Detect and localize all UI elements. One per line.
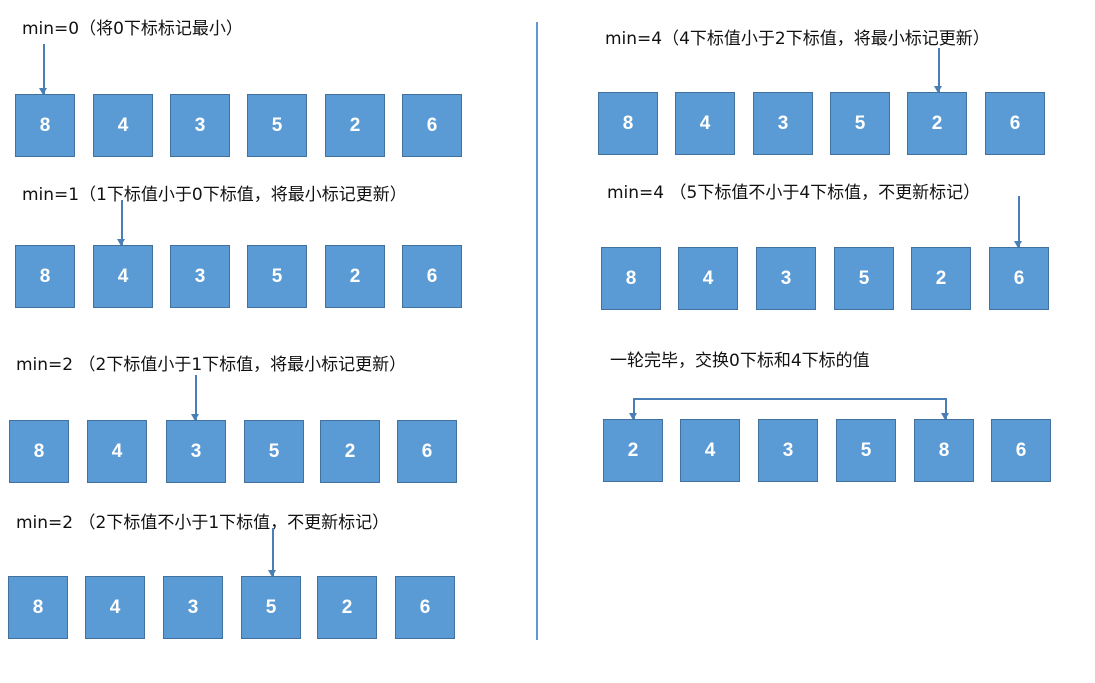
step-caption: min=2 （2下标值小于1下标值，将最小标记更新）	[16, 355, 407, 375]
array-cell: 6	[991, 419, 1051, 482]
swap-arrow-icon	[942, 398, 948, 420]
array-cell: 8	[601, 247, 661, 310]
array-cell: 6	[402, 94, 462, 157]
array-cell: 3	[756, 247, 816, 310]
array-cell: 4	[93, 245, 153, 308]
array-cell: 3	[163, 576, 223, 639]
array-cell: 4	[680, 419, 740, 482]
step-caption: 一轮完毕，交换0下标和4下标的值	[610, 351, 870, 371]
pointer-arrow-icon	[192, 375, 198, 421]
array-cell: 2	[325, 94, 385, 157]
array-cell: 8	[15, 94, 75, 157]
swap-connector-line	[633, 398, 947, 400]
array-cell: 3	[753, 92, 813, 155]
array-cell: 8	[598, 92, 658, 155]
array-cell: 5	[836, 419, 896, 482]
array-cell: 6	[402, 245, 462, 308]
step-caption: min=2 （2下标值不小于1下标值，不更新标记）	[16, 513, 390, 533]
step-caption: min=0（将0下标标记最小）	[22, 19, 243, 39]
array-cell: 2	[325, 245, 385, 308]
column-divider	[536, 22, 538, 640]
step-caption: min=4（4下标值小于2下标值，将最小标记更新）	[605, 29, 990, 49]
array-cell: 5	[247, 94, 307, 157]
array-cell: 8	[914, 419, 974, 482]
array-cell: 2	[907, 92, 967, 155]
array-cell: 6	[397, 420, 457, 483]
array-cell: 4	[675, 92, 735, 155]
array-cell: 3	[170, 94, 230, 157]
array-cell: 2	[911, 247, 971, 310]
pointer-arrow-icon	[935, 48, 941, 93]
array-cell: 6	[985, 92, 1045, 155]
step-caption: min=4 （5下标值不小于4下标值，不更新标记）	[607, 183, 981, 203]
array-cell: 5	[834, 247, 894, 310]
array-cell: 6	[989, 247, 1049, 310]
array-cell: 5	[241, 576, 301, 639]
array-cell: 5	[830, 92, 890, 155]
array-cell: 8	[9, 420, 69, 483]
array-cell: 8	[15, 245, 75, 308]
array-cell: 4	[85, 576, 145, 639]
pointer-arrow-icon	[269, 528, 275, 577]
array-cell: 2	[320, 420, 380, 483]
array-cell: 4	[87, 420, 147, 483]
array-cell: 3	[166, 420, 226, 483]
array-cell: 4	[93, 94, 153, 157]
array-cell: 8	[8, 576, 68, 639]
array-cell: 3	[758, 419, 818, 482]
array-cell: 5	[244, 420, 304, 483]
pointer-arrow-icon	[118, 200, 124, 246]
array-cell: 3	[170, 245, 230, 308]
pointer-arrow-icon	[1015, 196, 1021, 248]
array-cell: 2	[603, 419, 663, 482]
pointer-arrow-icon	[40, 44, 46, 95]
array-cell: 2	[317, 576, 377, 639]
array-cell: 6	[395, 576, 455, 639]
step-caption: min=1（1下标值小于0下标值，将最小标记更新）	[22, 185, 407, 205]
array-cell: 5	[247, 245, 307, 308]
swap-arrow-icon	[630, 398, 636, 420]
array-cell: 4	[678, 247, 738, 310]
